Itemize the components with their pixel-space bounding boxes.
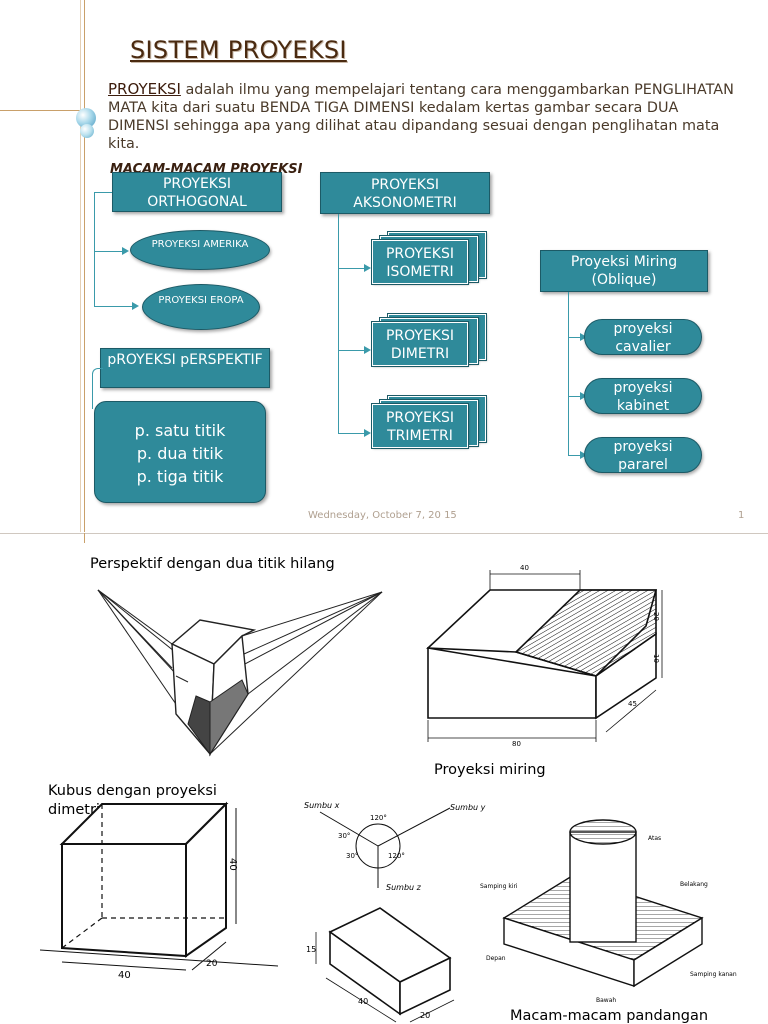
- label-angle-2: 30°: [346, 852, 358, 860]
- node-aksonometri: PROYEKSI AKSONOMETRI: [320, 172, 490, 214]
- frame-line-left: [84, 0, 85, 532]
- node-cavalier: proyeksi cavalier: [584, 319, 702, 355]
- bubble-ornament-small: [80, 124, 94, 138]
- node-perspektif: pROYEKSI pERSPEKTIF: [100, 348, 270, 388]
- label-atas: Atas: [648, 835, 661, 842]
- dim-bottom: 80: [512, 740, 521, 748]
- connector: [94, 192, 112, 194]
- connector: [92, 368, 103, 409]
- list-item: p. dua titik: [136, 444, 224, 463]
- arrow-icon: [580, 451, 587, 459]
- arrow-icon: [580, 333, 587, 341]
- frame-line-left-2: [80, 0, 81, 532]
- frame-line: [84, 533, 85, 543]
- section-divider: [0, 533, 768, 534]
- connector: [568, 292, 570, 456]
- connector: [568, 337, 582, 339]
- label-sumbu-y: Sumbu y: [450, 803, 486, 812]
- page-number: 1: [738, 510, 745, 521]
- label-samping-kiri: Samping kiri: [480, 883, 518, 890]
- dim-depth: 20: [206, 959, 218, 969]
- connector: [94, 251, 124, 253]
- dim-right-mid: 10: [652, 654, 660, 663]
- intro-keyword: PROYEKSI: [108, 80, 181, 98]
- connector: [568, 455, 582, 457]
- node-dimetri: PROYEKSI DIMETRI: [371, 313, 487, 367]
- label-angle-1: 30°: [338, 832, 350, 840]
- connector: [338, 433, 366, 435]
- axis-diagram: Sumbu x Sumbu y Sumbu z 120° 30° 30° 120…: [304, 801, 486, 892]
- perspektif-list: p. satu titik p. dua titik p. tiga titik: [94, 401, 266, 503]
- intro-text: adalah ilmu yang mempelajari tentang car…: [108, 82, 734, 152]
- connector: [568, 396, 582, 398]
- perspective-drawing: [97, 589, 383, 757]
- dim-right-top: 20: [652, 612, 660, 621]
- slide: SISTEM PROYEKSI PROYEKSI adalah ilmu yan…: [0, 0, 745, 532]
- intro-paragraph: PROYEKSI adalah ilmu yang mempelajari te…: [108, 80, 738, 153]
- subheading: MACAM-MACAM PROYEKSI: [110, 162, 303, 174]
- list-item: p. tiga titik: [136, 467, 224, 486]
- arrow-icon: [122, 247, 129, 255]
- dim-width: 40: [118, 970, 131, 981]
- label-depan: Depan: [486, 955, 506, 962]
- arrow-icon: [364, 264, 371, 272]
- dimetric-cube-drawing: 40 40 20: [40, 801, 279, 981]
- label-sumbu-z: Sumbu z: [386, 883, 422, 892]
- bubble-ornament: [76, 108, 96, 128]
- node-kabinet: proyeksi kabinet: [584, 378, 702, 414]
- node-miring: Proyeksi Miring (Oblique): [540, 250, 708, 292]
- list-item: p. satu titik: [134, 421, 226, 440]
- label-sumbu-x: Sumbu x: [304, 801, 340, 810]
- caption-miring: Proyeksi miring: [434, 762, 546, 778]
- dim-depth: 45: [628, 700, 637, 708]
- caption-pandangan: Macam-macam pandangan: [510, 1008, 709, 1024]
- dim-height: 40: [227, 858, 238, 871]
- label-angle: 120°: [370, 814, 387, 822]
- footer-date: Wednesday, October 7, 20 15: [308, 510, 457, 521]
- dim-width: 20: [420, 1011, 430, 1020]
- views-drawing: Atas Samping kiri Belakang Depan Samping…: [480, 819, 737, 1004]
- frame-line-top: [0, 110, 82, 111]
- arrow-icon: [580, 392, 587, 400]
- connector: [338, 268, 366, 270]
- node-isometri: PROYEKSI ISOMETRI: [371, 231, 487, 285]
- node-proyeksi-amerika: PROYEKSI AMERIKA: [130, 230, 270, 270]
- node-trimetri: PROYEKSI TRIMETRI: [371, 395, 487, 449]
- caption-perspektif: Perspektif dengan dua titik hilang: [90, 556, 335, 572]
- label-angle-3: 120°: [388, 852, 405, 860]
- slide-title: SISTEM PROYEKSI: [130, 36, 347, 64]
- node-orthogonal: PROYEKSI ORTHOGONAL: [112, 172, 282, 212]
- connector: [94, 306, 134, 308]
- dim-length: 40: [358, 997, 368, 1006]
- connector: [338, 214, 340, 434]
- arrow-icon: [364, 346, 371, 354]
- arrow-icon: [364, 429, 371, 437]
- label-samping-kanan: Samping kanan: [690, 971, 737, 978]
- label-bawah: Bawah: [596, 997, 616, 1004]
- box-drawing: 15 40 20: [306, 907, 455, 1023]
- node-proyeksi-eropa: PROYEKSI EROPA: [142, 284, 260, 330]
- label-belakang: Belakang: [680, 881, 708, 888]
- connector: [338, 350, 366, 352]
- node-pararel: proyeksi pararel: [584, 437, 702, 473]
- oblique-drawing: 40 20 10 45 80: [426, 564, 663, 748]
- dim-height: 15: [306, 945, 316, 954]
- arrow-icon: [132, 302, 139, 310]
- connector: [94, 192, 96, 306]
- dim-top: 40: [520, 564, 529, 572]
